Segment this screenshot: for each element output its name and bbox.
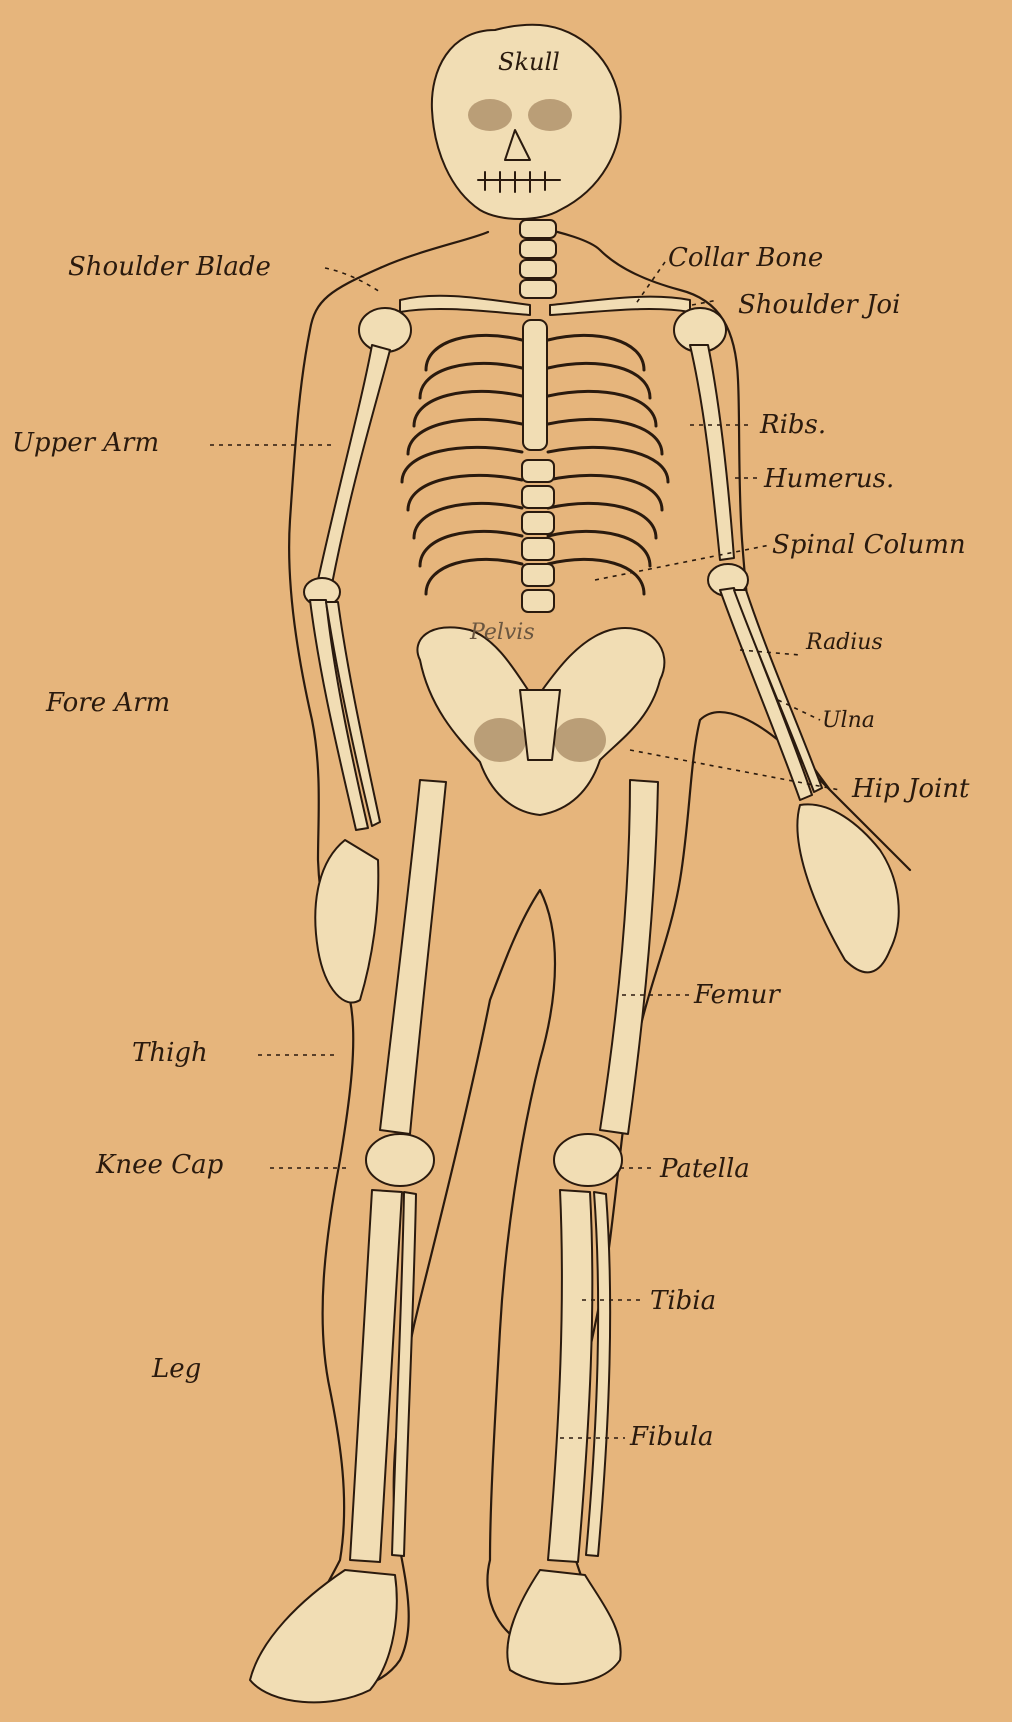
left-arm-bones: [304, 345, 390, 1003]
label-pelvis: Pelvis: [470, 622, 535, 644]
label-knee-cap: Knee Cap: [96, 1152, 223, 1178]
label-femur: Femur: [694, 982, 780, 1008]
neck-vertebrae: [520, 220, 556, 298]
label-fibula: Fibula: [630, 1424, 714, 1450]
label-leg: Leg: [152, 1356, 201, 1382]
label-ribs: Ribs.: [760, 412, 826, 438]
label-hip-joint: Hip Joint: [852, 776, 969, 802]
label-tibia: Tibia: [650, 1288, 716, 1314]
label-fore-arm: Fore Arm: [46, 690, 170, 716]
label-shoulder-joint: Shoulder Joi: [738, 292, 900, 318]
label-collar-bone: Collar Bone: [668, 245, 823, 271]
pelvis-bone: [417, 627, 664, 815]
label-thigh: Thigh: [132, 1040, 208, 1066]
label-upper-arm: Upper Arm: [12, 430, 159, 456]
label-patella: Patella: [660, 1156, 750, 1182]
spinal-column: [522, 320, 554, 612]
label-radius: Radius: [806, 632, 883, 654]
rib-right: [548, 559, 644, 594]
label-skull: Skull: [498, 50, 560, 74]
label-spinal-column: Spinal Column: [772, 532, 966, 558]
label-ulna: Ulna: [822, 710, 875, 732]
rib-left: [426, 559, 522, 594]
label-shoulder-blade: Shoulder Blade: [68, 254, 271, 280]
right-leg-bones: [507, 780, 658, 1684]
label-humerus: Humerus.: [764, 466, 894, 492]
